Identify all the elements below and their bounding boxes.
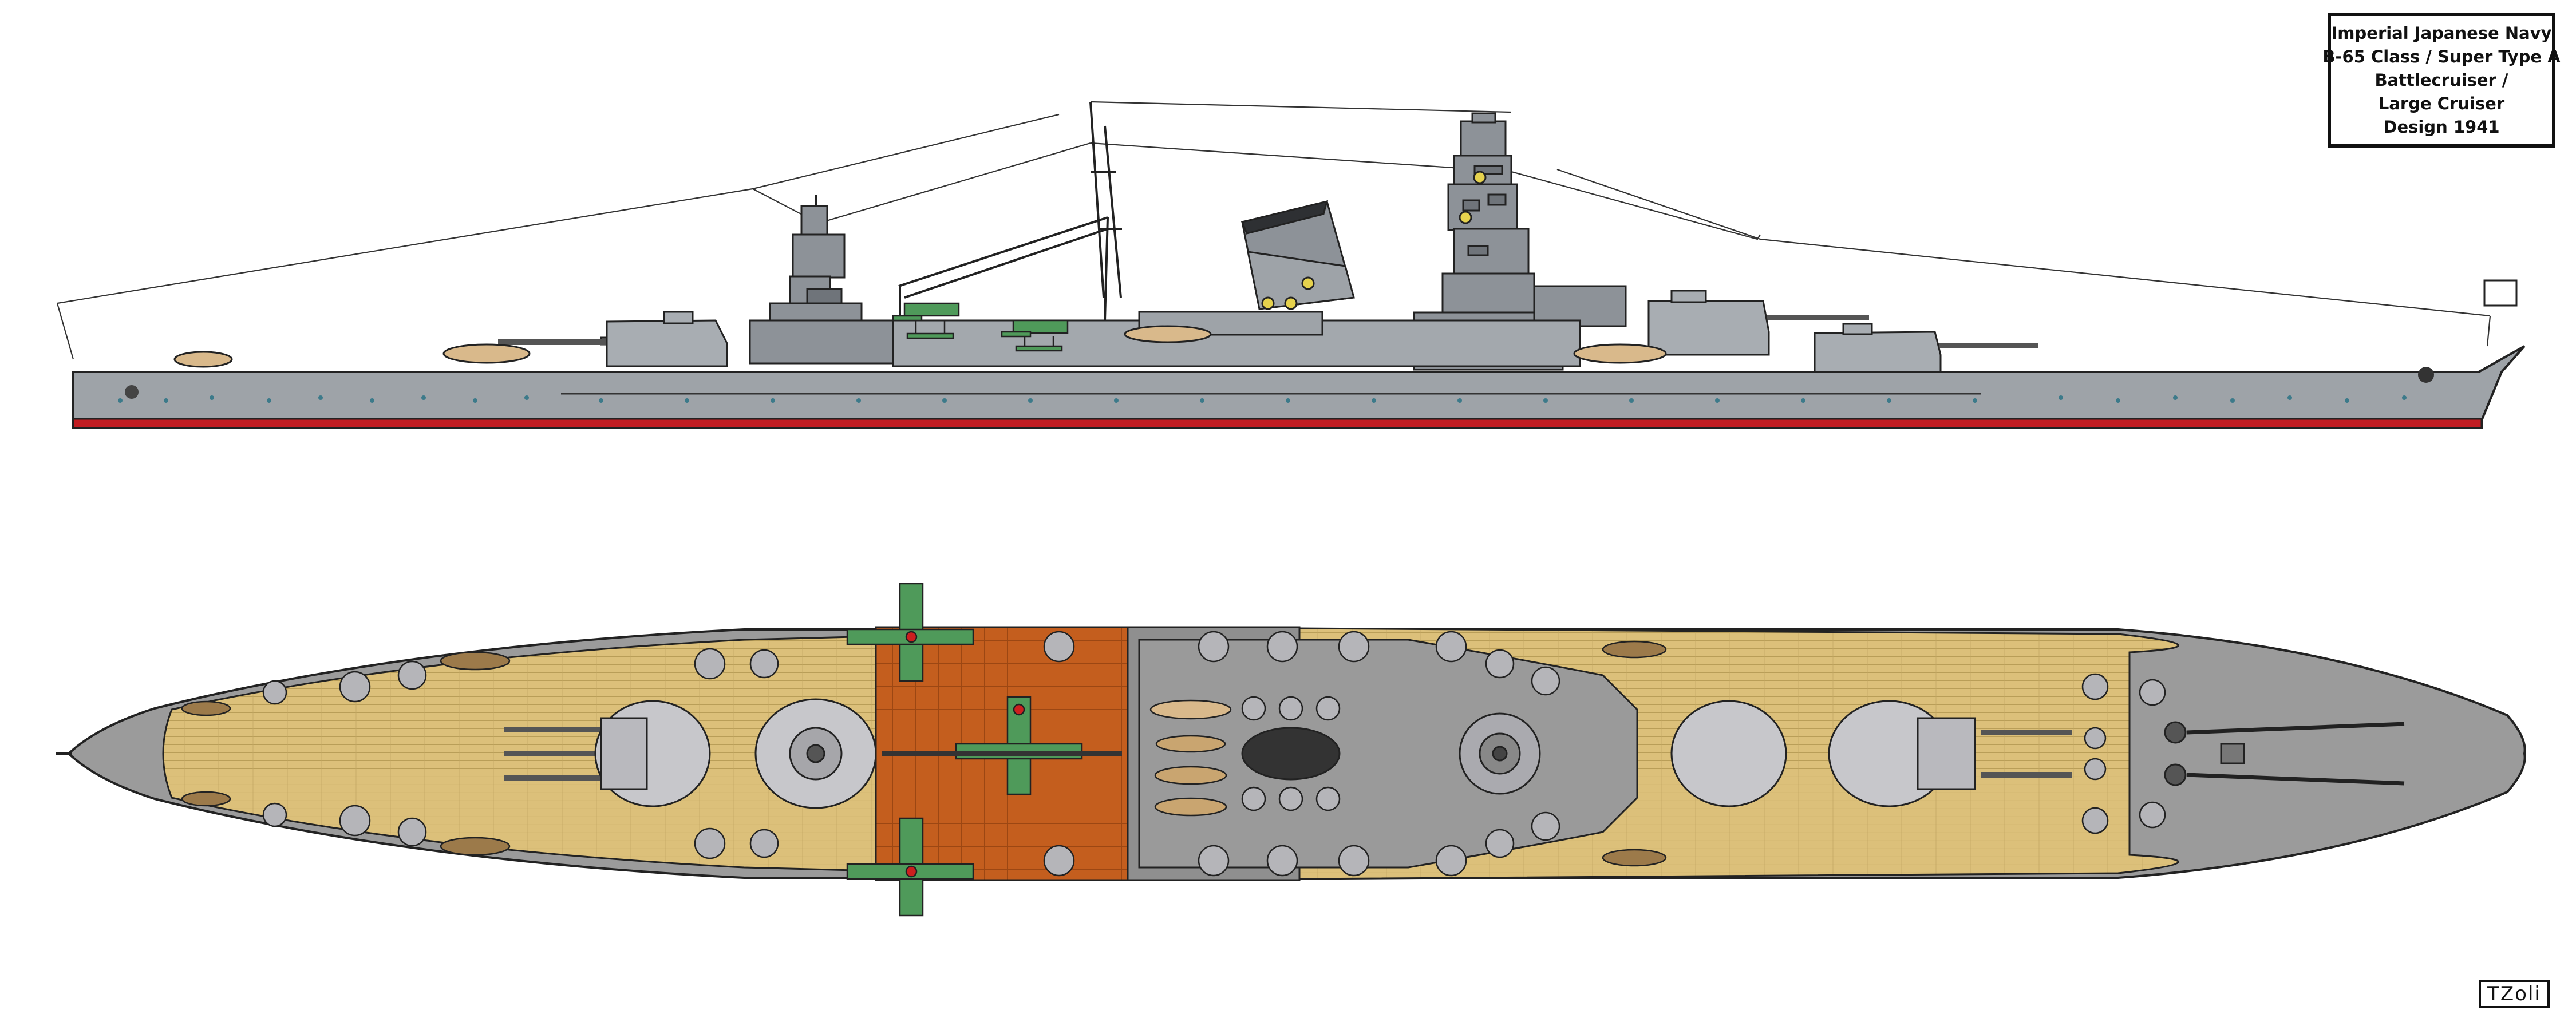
aft-superstructure: [749, 195, 894, 365]
portholes: [118, 395, 2407, 403]
turret-top-2: [754, 698, 877, 809]
turret-top-1: [504, 700, 711, 807]
boat-side-1: [442, 343, 531, 364]
superstructure-top: [1138, 639, 1638, 869]
seaplane-top-1: [846, 583, 974, 682]
title-block: Imperial Japanese Navy B-65 Class / Supe…: [2322, 13, 2561, 148]
title-line-4: Large Cruiser: [2378, 93, 2505, 113]
turret-side-b: [1647, 290, 1869, 356]
boat-side-3: [1124, 325, 1212, 343]
rigging-wires: [56, 101, 2491, 360]
seaplane-side-2: [1001, 319, 1069, 352]
boot-topping: [72, 418, 2483, 429]
anchor-gear-top: [2164, 721, 2405, 786]
top-view: [56, 583, 2526, 917]
title-line-5: Design 1941: [2383, 117, 2500, 137]
title-line-3: Battlecruiser /: [2374, 70, 2508, 90]
funnel-top: [1241, 727, 1341, 781]
boat-side-4: [173, 351, 233, 368]
signature-text: TZoli: [2487, 983, 2541, 1005]
artist-signature: TZoli: [2479, 980, 2550, 1008]
anchor-side: [2418, 367, 2434, 383]
stern-flag: [2483, 279, 2518, 307]
aa-mounts: [262, 631, 2166, 877]
main-mast: [898, 101, 1122, 321]
turret-side-c: [1814, 323, 2038, 373]
funnel: [1240, 200, 1355, 310]
seaplane-top-3: [846, 817, 974, 917]
title-line-1: Imperial Japanese Navy: [2331, 23, 2552, 43]
bridge-top: [1459, 712, 1541, 795]
title-line-2: B-65 Class / Super Type A: [2322, 46, 2561, 66]
side-profile: [56, 101, 2526, 429]
seaplane-side-1: [892, 302, 960, 339]
turret-top-4: [1828, 700, 2072, 807]
boat-side-2: [1573, 343, 1667, 364]
turret-side-a: [498, 311, 728, 367]
boats-top: [181, 640, 1667, 867]
stern-crest: [125, 385, 139, 399]
